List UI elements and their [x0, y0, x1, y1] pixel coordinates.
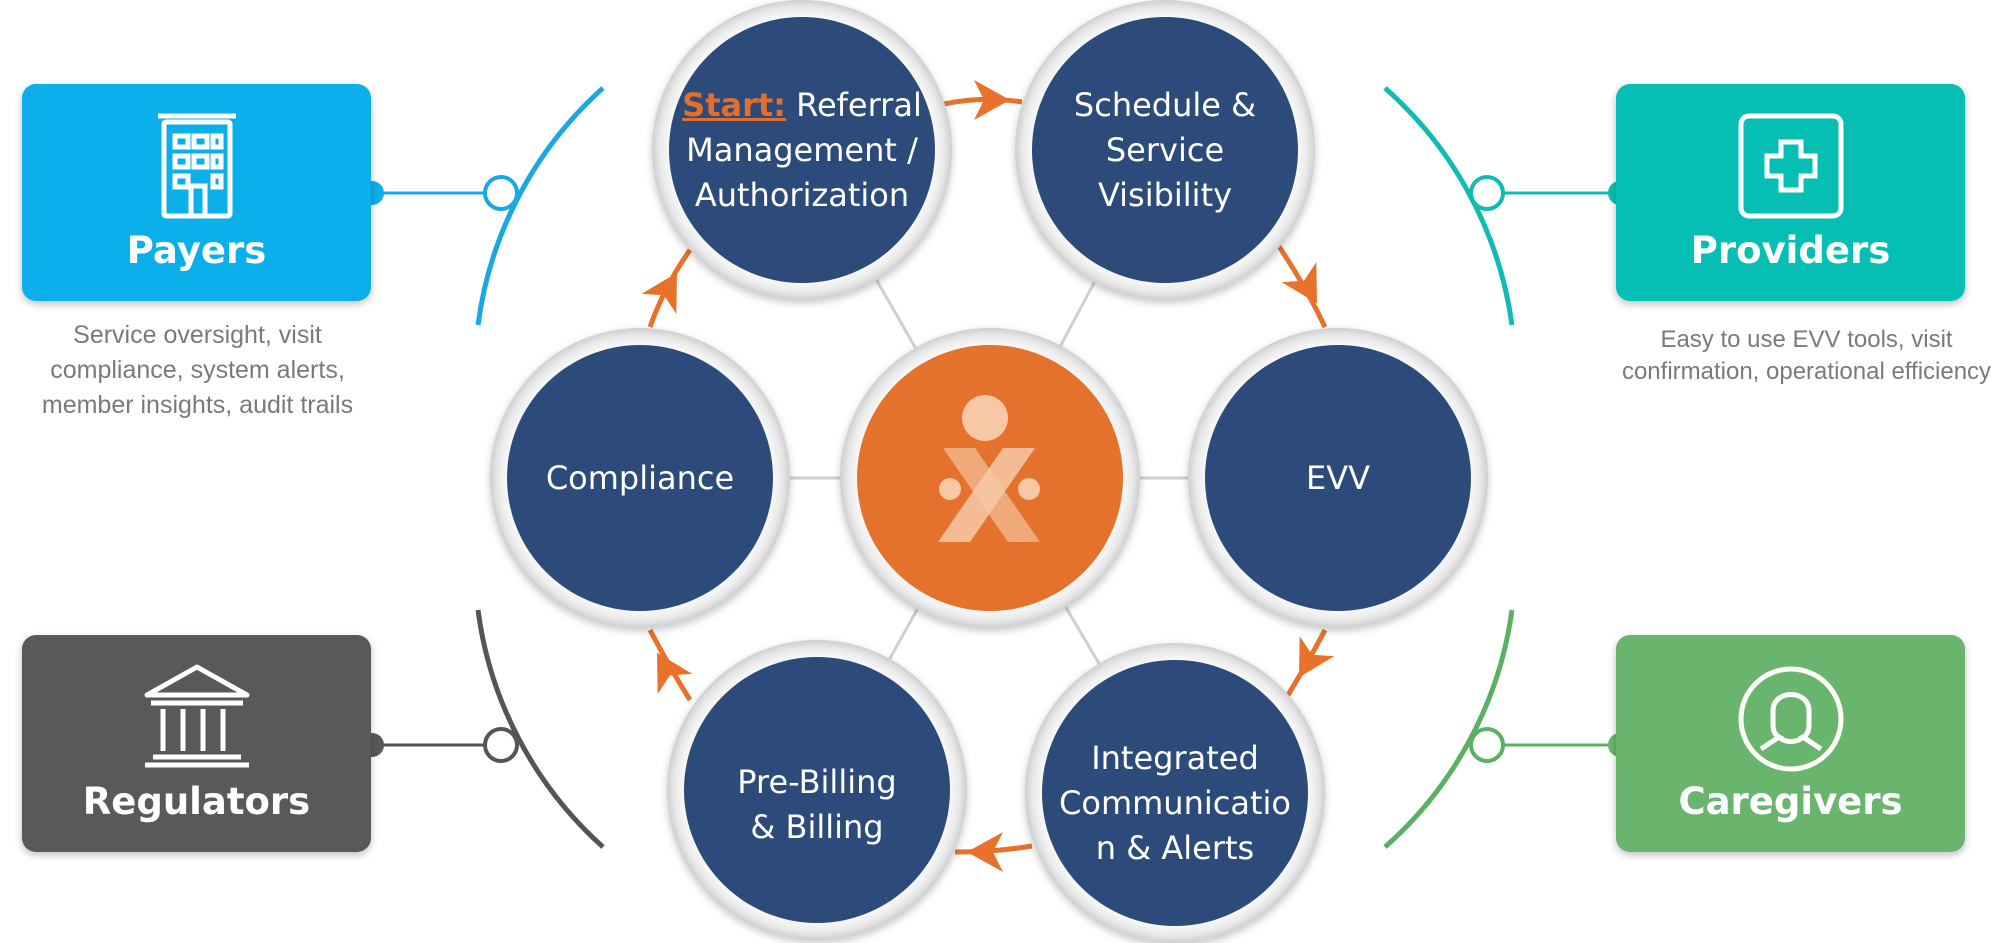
billing-line2: & Billing: [750, 808, 884, 846]
providers-label: Providers: [1690, 229, 1891, 272]
evv-line1: EVV: [1306, 458, 1370, 497]
schedule-line2: Service: [1105, 130, 1225, 169]
node-referral: [652, 0, 952, 300]
chevron-right-icon: [974, 80, 1010, 120]
integrated-line2: Communicatio: [1059, 783, 1291, 822]
referral-line1: Referral: [785, 85, 922, 124]
node-referral-label: Start: Referral Management / Authorizati…: [682, 80, 922, 220]
providers-desc-line2: confirmation, operational efficiency: [1621, 358, 1992, 385]
chevron-up-left-icon: [657, 652, 693, 694]
building-icon: [22, 110, 371, 220]
chevron-down-right-icon: [1281, 262, 1317, 304]
billing-line1: Pre-Billing: [737, 763, 897, 801]
person-icon: [1616, 665, 1965, 773]
regulators-label: Regulators: [82, 780, 311, 823]
schedule-line3: Visibility: [1097, 175, 1233, 214]
node-compliance: [490, 328, 790, 628]
chevron-left-icon: [967, 832, 1003, 872]
payers-desc-line2: compliance, system alerts,: [50, 356, 345, 384]
node-evv-label: EVV: [1218, 448, 1458, 508]
node-billing: [667, 640, 967, 940]
connector-integrated-billing: [954, 843, 1033, 855]
link-node-regulators: [483, 727, 519, 763]
caregivers-label: Caregivers: [1678, 780, 1903, 823]
node-integrated-label: Integrated Communicatio n & Alerts: [1050, 733, 1300, 873]
arc-payers: [475, 86, 605, 326]
start-label: Start:: [682, 85, 786, 124]
cycle-chevrons: [641, 80, 1335, 872]
compliance-line1: Compliance: [545, 458, 735, 497]
payers-description: Service oversight, visit compliance, sys…: [0, 318, 395, 423]
providers-desc-line1: Easy to use EVV tools, visit: [1660, 326, 1953, 353]
payers-desc-line1: Service oversight, visit: [73, 321, 322, 349]
node-schedule-label: Schedule & Service Visibility: [1045, 80, 1285, 220]
caregivers-card: Caregivers: [1616, 635, 1965, 852]
government-building-icon: [22, 661, 371, 771]
connector-referral-schedule: [943, 96, 1023, 107]
providers-description: Easy to use EVV tools, visit confirmatio…: [1600, 324, 2013, 388]
referral-line3: Authorization: [694, 175, 910, 214]
payers-desc-line3: member insights, audit trails: [41, 391, 354, 419]
medical-cross-icon: [1616, 112, 1965, 220]
node-integrated: [1025, 643, 1325, 943]
payers-label: Payers: [126, 229, 267, 272]
regulators-card: Regulators: [22, 635, 371, 852]
node-evv: [1188, 328, 1488, 628]
providers-card: Providers: [1616, 84, 1965, 301]
referral-line2: Management /: [686, 130, 918, 169]
integrated-line1: Integrated: [1091, 738, 1259, 777]
integrated-line3: n & Alerts: [1095, 828, 1255, 867]
node-compliance-label: Compliance: [520, 448, 760, 508]
payers-card: Payers: [22, 84, 371, 301]
arc-regulators: [475, 609, 605, 849]
person-x-logo-icon: [938, 395, 1040, 542]
chevron-up-right-icon: [641, 272, 677, 314]
schedule-line1: Schedule &: [1073, 85, 1257, 124]
link-node-payers: [483, 175, 519, 211]
cycle-nodes: [490, 0, 1488, 943]
link-node-caregivers: [1469, 727, 1505, 763]
node-schedule: [1015, 0, 1315, 300]
node-billing-label: Pre-Billing & Billing: [697, 757, 937, 853]
chevron-down-left-icon: [1299, 636, 1335, 678]
link-node-providers: [1469, 175, 1505, 211]
